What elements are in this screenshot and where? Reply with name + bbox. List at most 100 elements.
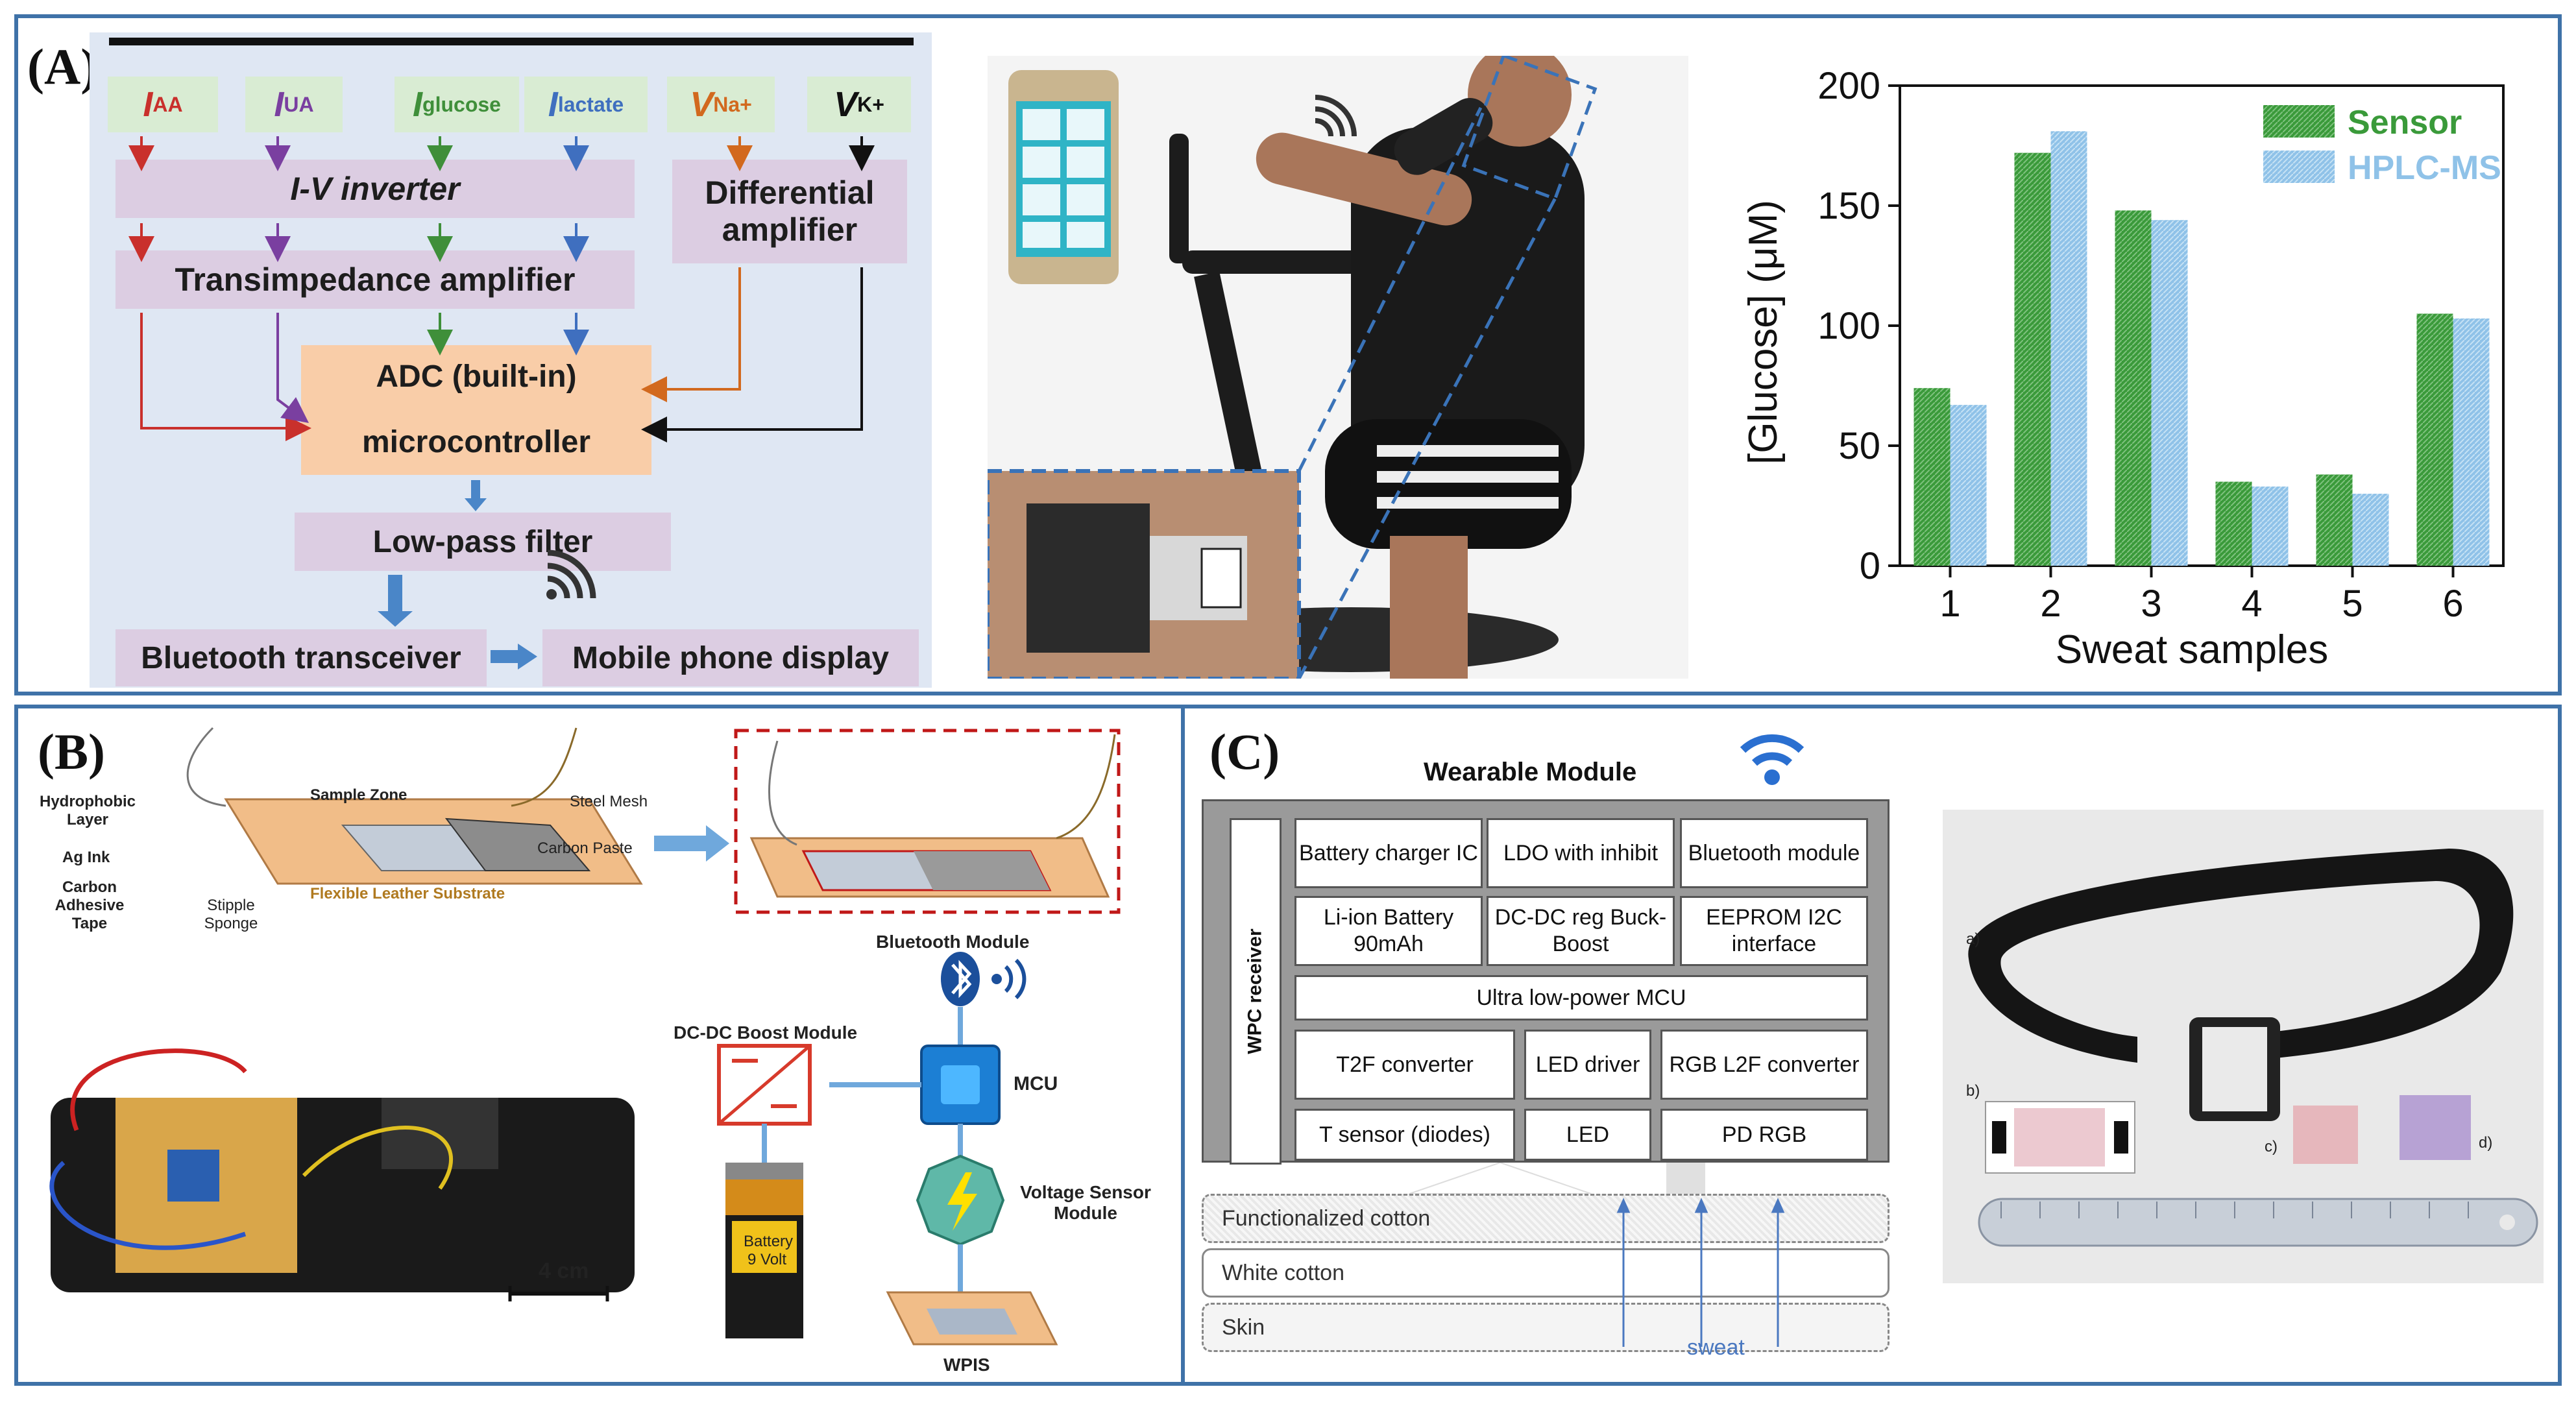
- chart-ylabel: [Glucose] (μM): [1741, 200, 1786, 465]
- photo-label-b: b): [1966, 1082, 1980, 1100]
- label-battery-2: 9 Volt: [747, 1251, 787, 1268]
- li-ion-battery: Li-ion Battery 90mAh: [1294, 896, 1483, 966]
- label-stipple: Stipple Sponge: [204, 897, 258, 932]
- zoom-arrow: [654, 825, 729, 862]
- y-tick-label: 200: [1817, 65, 1880, 107]
- wifi-icon: [1740, 734, 1804, 785]
- led-driver: LED driver: [1524, 1030, 1651, 1100]
- bar-hplc-ms-2: [2050, 131, 2087, 566]
- legend-label-hplc-ms: HPLC-MS: [2348, 149, 2501, 187]
- label-voltage: Voltage Sensor Module: [1020, 1182, 1151, 1223]
- person: [1256, 56, 1585, 679]
- belt-illustration: [1943, 810, 2544, 1283]
- label-substrate: Flexible Leather Substrate: [310, 885, 505, 902]
- bluetooth-icon: [941, 952, 980, 1006]
- panel-label-a: (A): [27, 38, 98, 95]
- cyclist-photo: [988, 56, 1688, 679]
- label-steel-mesh: Steel Mesh: [570, 793, 648, 810]
- label-sample-zone: Sample Zone: [310, 786, 407, 804]
- y-tick-label: 50: [1838, 425, 1880, 467]
- t2f-converter: T2F converter: [1294, 1030, 1515, 1100]
- label-wpis: WPIS: [943, 1355, 990, 1375]
- label-dcdc: DC-DC Boost Module: [674, 1022, 858, 1043]
- label-mcu: MCU: [1014, 1073, 1058, 1094]
- ldo: LDO with inhibit: [1487, 818, 1675, 888]
- bar-sensor-5: [2316, 474, 2353, 566]
- layer-white-cotton: White cotton: [1202, 1248, 1889, 1298]
- iv-inverter-box: I-V inverter: [115, 160, 635, 218]
- x-tick-label: 2: [2040, 583, 2061, 625]
- label-carbon-tape: Carbon Adhesive Tape: [55, 878, 125, 932]
- label-carbon-paste: Carbon Paste: [537, 840, 633, 857]
- photo-label-a: a): [1966, 930, 1980, 948]
- differential-amplifier-box: Differential amplifier: [672, 160, 907, 263]
- eeprom: EEPROM I2C interface: [1680, 896, 1868, 966]
- chart-xlabel: Sweat samples: [2056, 627, 2328, 672]
- phone-icon: [1008, 70, 1119, 284]
- label-bt-module: Bluetooth Module: [876, 932, 1030, 952]
- bar-sensor-1: [1914, 388, 1950, 566]
- legend-swatch-sensor: [2263, 105, 2335, 138]
- legend-label-sensor: Sensor: [2348, 104, 2462, 141]
- mobile-display-box: Mobile phone display: [542, 629, 919, 686]
- transimpedance-box: Transimpedance amplifier: [115, 250, 635, 309]
- x-tick-label: 4: [2241, 583, 2262, 625]
- bar-hplc-ms-6: [2453, 318, 2490, 566]
- led: LED: [1524, 1109, 1651, 1161]
- x-tick-label: 6: [2442, 583, 2463, 625]
- wireless-icon: [547, 550, 596, 599]
- layer-skin: Skin: [1202, 1303, 1889, 1352]
- wearable-photo: a) b) c) d): [1943, 810, 2544, 1283]
- bar-sensor-3: [2115, 210, 2152, 566]
- sweat-arrows: [1616, 1198, 1785, 1347]
- ultra-mcu: Ultra low-power MCU: [1294, 975, 1868, 1021]
- light-beam: [1409, 1163, 1705, 1194]
- wpc-receiver: WPC receiver: [1230, 818, 1282, 1165]
- sensor-schematic: [49, 727, 1121, 1346]
- bar-sensor-4: [2215, 481, 2252, 566]
- x-tick-label: 1: [1939, 583, 1960, 625]
- bar-hplc-ms-3: [2151, 220, 2188, 566]
- module-block: WPC receiver Battery charger IC LDO with…: [1202, 799, 1889, 1165]
- legend-swatch-hplc-ms: [2263, 151, 2335, 183]
- pd-rgb: PD RGB: [1660, 1109, 1868, 1161]
- panel-b: (B): [14, 705, 1190, 1386]
- bar-hplc-ms-4: [2252, 486, 2289, 566]
- layers: Functionalized cotton White cotton Skin: [1202, 1194, 1889, 1388]
- photo-label-c: c): [2265, 1138, 2278, 1155]
- panel-c: (C) Wearable Module WPC receiver Battery…: [1181, 705, 2562, 1386]
- dcdc-icon: [717, 1044, 812, 1126]
- layer-functionalized: Functionalized cotton: [1202, 1194, 1889, 1243]
- y-tick-label: 100: [1817, 305, 1880, 347]
- wearable-title: Wearable Module: [1424, 758, 1637, 786]
- y-tick-label: 150: [1817, 185, 1880, 227]
- bar-sensor-6: [2416, 313, 2453, 566]
- adc-box: ADC (built-in) microcontroller: [301, 345, 651, 475]
- bluetooth-module: Bluetooth module: [1680, 818, 1868, 888]
- diagram-arrows: [128, 136, 875, 670]
- rgb-converter: RGB L2F converter: [1660, 1030, 1868, 1100]
- wifi-signal-icon: [1315, 95, 1357, 137]
- panel-label-b: (B): [38, 723, 105, 780]
- y-tick-label: 0: [1860, 545, 1880, 587]
- sweat-label: sweat: [1687, 1335, 1745, 1360]
- x-tick-label: 5: [2342, 583, 2363, 625]
- adc-line1: ADC (built-in): [376, 359, 577, 394]
- bluetooth-box: Bluetooth transceiver: [115, 629, 487, 686]
- bar-hplc-ms-1: [1950, 405, 1987, 566]
- voltage-sensor-icon: [916, 1154, 1005, 1246]
- label-hydrophobic: Hydrophobic Layer: [40, 793, 136, 828]
- label-scale: 4 cm: [539, 1259, 589, 1283]
- battery-icon: [725, 1163, 803, 1338]
- cyclist-illustration: [988, 56, 1688, 679]
- photo-label-d: d): [2479, 1134, 2493, 1152]
- battery-charger: Battery charger IC: [1294, 818, 1483, 888]
